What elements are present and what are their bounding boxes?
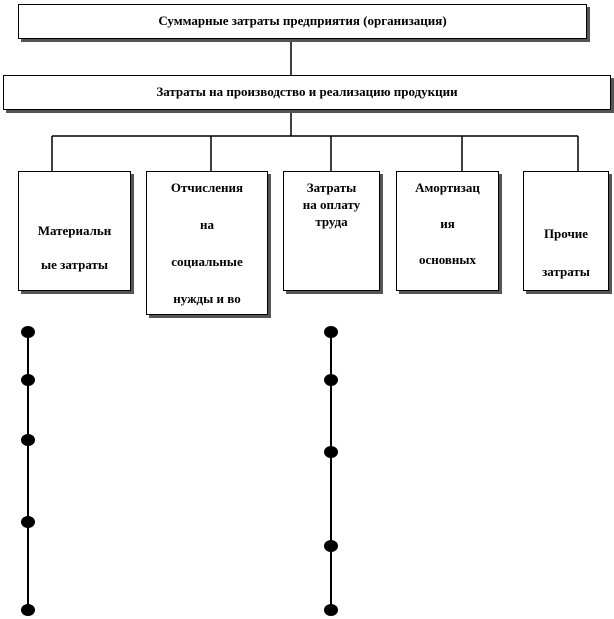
category-label-line: социальные [171, 254, 243, 269]
category-label: Материальн ые затраты [19, 224, 130, 271]
category-label: Прочие затраты [524, 227, 608, 278]
category-social-contributions: Отчисления на социальные нужды и во [146, 171, 268, 315]
category-other-costs: Прочие затраты [523, 171, 609, 291]
category-label-line: Затраты [306, 180, 357, 195]
category-label-line: затраты [542, 264, 590, 279]
category-label: Отчисления на социальные нужды и во [147, 181, 267, 305]
bullet-dot [21, 374, 35, 386]
bullet-dot [324, 446, 338, 458]
bullet-dot [324, 540, 338, 552]
category-label-line: Амортизац [415, 180, 480, 195]
bullet-dot [21, 516, 35, 528]
bullet-dot [21, 434, 35, 446]
category-label-line: на [200, 217, 214, 232]
category-label-line: на оплату [302, 197, 361, 212]
level2-node: Затраты на производство и реализацию про… [3, 75, 611, 110]
bullet-dot [21, 604, 35, 616]
category-depreciation: Амортизац ия основных [396, 171, 499, 291]
root-node-label: Суммарные затраты предприятия (организац… [158, 13, 447, 28]
bullet-dot [21, 326, 35, 338]
category-material-costs: Материальн ые затраты [18, 171, 131, 291]
category-label-line: Материальн [37, 223, 112, 238]
category-label-line: ые затраты [40, 257, 109, 272]
category-label-line: ия [440, 216, 455, 231]
category-label-line: Прочие [543, 226, 589, 241]
category-label-line: труда [315, 214, 348, 229]
category-label-line: нужды и во [173, 291, 241, 306]
root-node: Суммарные затраты предприятия (организац… [18, 4, 587, 39]
category-label: Амортизац ия основных [397, 181, 498, 266]
category-label-line: Отчисления [170, 180, 244, 195]
category-labor-costs: Затраты на оплату труда [283, 171, 380, 291]
bullet-dot [324, 374, 338, 386]
bullet-dot [324, 326, 338, 338]
bullet-dot [324, 604, 338, 616]
bullet-chain-right [324, 326, 338, 616]
category-label-line: основных [418, 252, 477, 267]
category-label: Затраты на оплату труда [284, 181, 379, 228]
bullet-chain-left [21, 326, 35, 616]
level2-node-label: Затраты на производство и реализацию про… [156, 84, 458, 99]
